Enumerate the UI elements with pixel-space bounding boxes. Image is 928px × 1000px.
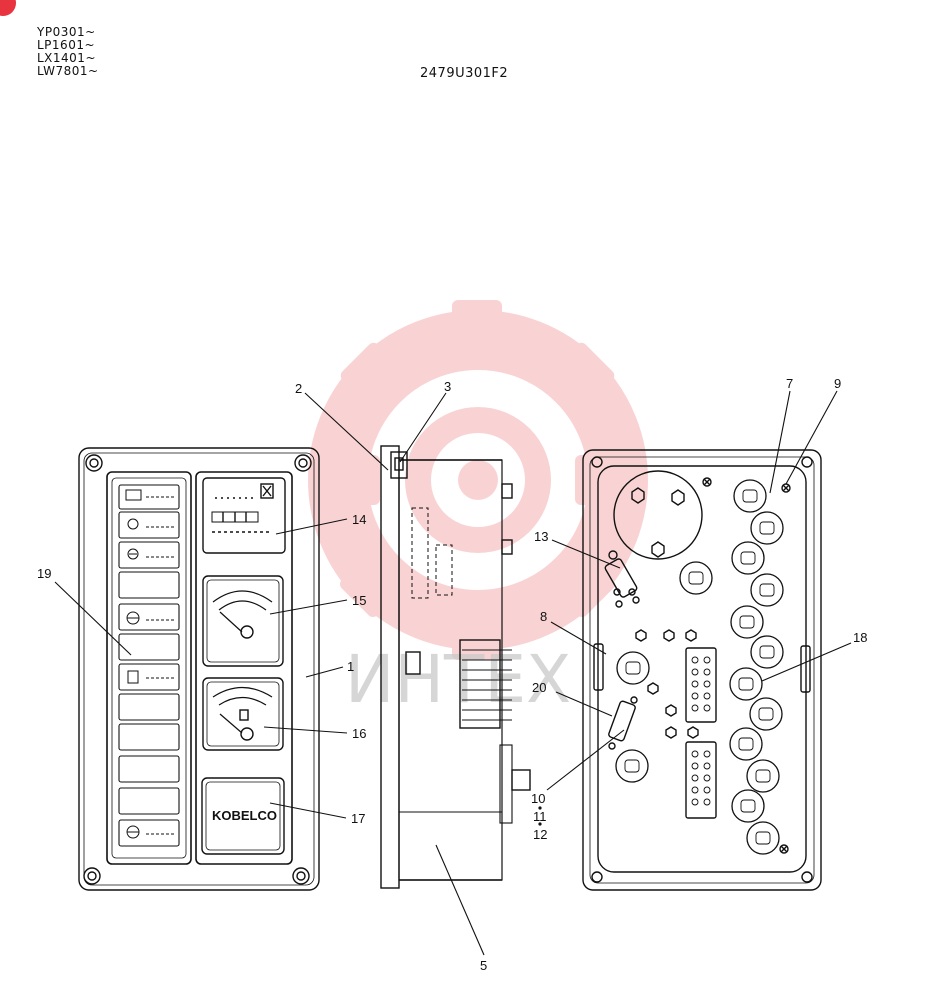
callout-label: 15 xyxy=(352,593,366,608)
callout-label: 1 xyxy=(347,659,354,674)
callout-label: 16 xyxy=(352,726,366,741)
callout-label: 10 xyxy=(531,791,545,806)
callout-label: 3 xyxy=(444,379,451,394)
side-connector xyxy=(459,639,501,729)
callout-label: 17 xyxy=(351,811,365,826)
hour-meter xyxy=(202,477,286,554)
serial-number: YP0301~ xyxy=(37,25,96,39)
callout-label: 8 xyxy=(540,609,547,624)
bulb-sockets xyxy=(615,479,784,855)
callout-label: 9 xyxy=(834,376,841,391)
rear-gauge-body xyxy=(613,470,703,560)
callout-dots xyxy=(538,806,542,826)
watermark-gear-logo xyxy=(308,300,648,660)
rear-clip xyxy=(593,643,604,691)
callout-label: 12 xyxy=(533,827,547,842)
leader-lines xyxy=(54,390,852,956)
rear-diode xyxy=(608,700,636,742)
rear-clip xyxy=(800,645,811,693)
logo-text: KOBELCO xyxy=(212,808,277,823)
side-view xyxy=(380,445,531,889)
callout-label: 13 xyxy=(534,529,548,544)
logo-plate xyxy=(201,777,285,855)
indicator-symbols xyxy=(125,489,174,839)
connector-block-lower xyxy=(685,741,717,819)
serial-number: LP1601~ xyxy=(37,38,96,52)
front-view xyxy=(78,447,320,891)
mount-hole xyxy=(294,454,312,472)
serial-number: LW7801~ xyxy=(37,64,99,78)
corner-badge xyxy=(0,0,16,16)
callout-label: 14 xyxy=(352,512,366,527)
rear-panel-frame xyxy=(582,449,822,891)
mount-hole xyxy=(85,454,103,472)
rear-view xyxy=(582,449,822,891)
indicator-strip xyxy=(106,471,192,865)
mount-hole xyxy=(292,867,310,885)
fuel-gauge xyxy=(202,677,284,751)
mount-hole xyxy=(83,867,101,885)
serial-number: LX1401~ xyxy=(37,51,96,65)
indicator-lamps xyxy=(118,484,180,847)
callout-labels: 1 2 3 5 7 8 9 10 11 12 13 14 15 16 17 18… xyxy=(37,376,867,973)
watermark-text: ИНТЕХ xyxy=(345,641,571,718)
gauge-column xyxy=(195,471,293,865)
serial-number-list: YP0301~ LP1601~ LX1401~ LW7801~ xyxy=(37,26,99,78)
side-switch xyxy=(405,651,421,675)
callout-label: 5 xyxy=(480,958,487,973)
callout-label: 19 xyxy=(37,566,51,581)
callout-label: 18 xyxy=(853,630,867,645)
callout-label: 2 xyxy=(295,381,302,396)
drawing-number: 2479U301F2 xyxy=(420,66,509,81)
front-panel-frame xyxy=(78,447,320,891)
callout-label: 7 xyxy=(786,376,793,391)
temperature-gauge xyxy=(202,575,284,667)
callout-label: 11 xyxy=(533,809,547,824)
callout-label: 20 xyxy=(532,680,546,695)
connector-block-upper xyxy=(685,647,717,723)
